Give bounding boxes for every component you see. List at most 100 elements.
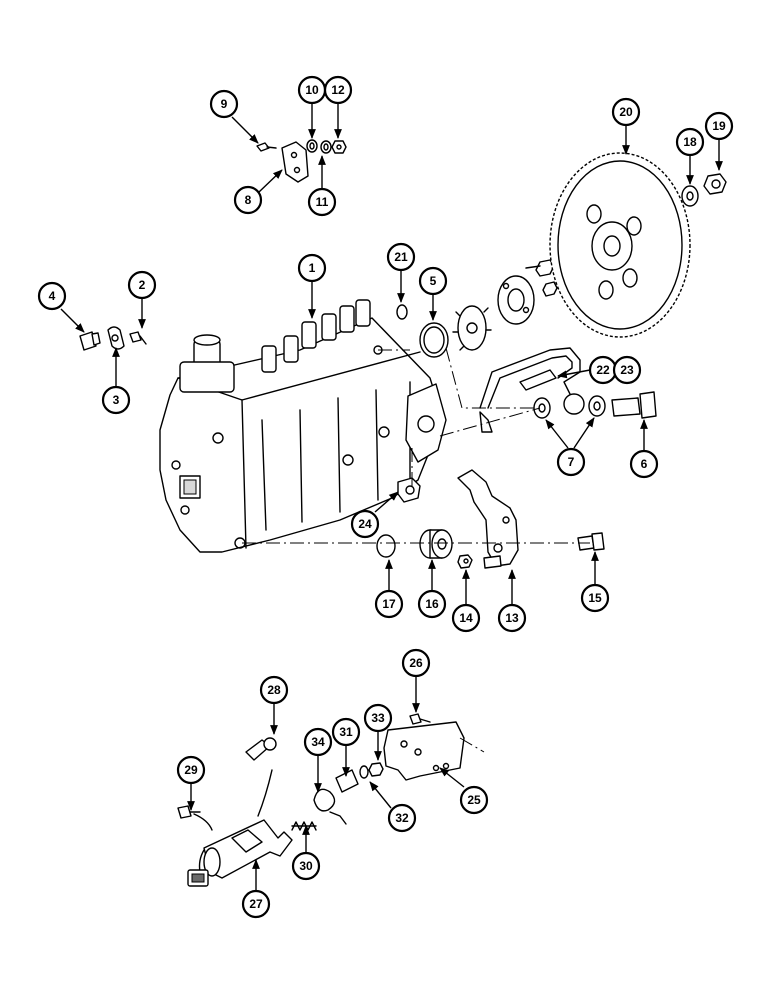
injector-fitting-22-part (519, 369, 557, 391)
callout-8: 8 (233, 185, 263, 215)
washer-3-part (107, 326, 125, 350)
link-rod-28-part (245, 737, 277, 817)
callout-27: 27 (241, 889, 271, 919)
callout-19: 19 (704, 111, 734, 141)
svg-text:4: 4 (49, 289, 56, 303)
callout-33: 33 (363, 703, 393, 733)
svg-text:14: 14 (459, 611, 473, 625)
callout-11: 11 (307, 187, 337, 217)
coupling-disc-part (452, 305, 492, 351)
washer-17-part (376, 534, 396, 558)
banjo-bolt-part (611, 391, 657, 419)
svg-text:7: 7 (568, 455, 575, 469)
delivery-valves (261, 299, 371, 373)
nut-14-part (457, 554, 473, 569)
bracket-bolt-part (577, 532, 605, 551)
svg-text:1: 1 (309, 261, 316, 275)
callout-14: 14 (451, 603, 481, 633)
callout-13: 13 (497, 603, 527, 633)
svg-text:17: 17 (382, 597, 396, 611)
nut-12-part (331, 140, 347, 154)
nut-33-part (368, 762, 384, 777)
drive-hub-part (497, 275, 535, 325)
bracket-bolt-26-part (409, 713, 431, 725)
svg-text:5: 5 (430, 274, 437, 288)
svg-text:23: 23 (620, 363, 634, 377)
svg-text:10: 10 (305, 83, 319, 97)
stud-part (483, 555, 502, 569)
spacer-31-part (335, 769, 359, 793)
svg-text:3: 3 (113, 393, 120, 407)
bracket-screw-part (256, 142, 277, 152)
gear-washer-part (681, 185, 699, 207)
svg-text:15: 15 (588, 591, 602, 605)
svg-text:16: 16 (425, 597, 439, 611)
solenoid-27-part (187, 813, 293, 887)
callout-30: 30 (291, 851, 321, 881)
parts-artwork (79, 139, 727, 887)
injection-pump-body (159, 299, 447, 553)
drive-gear-part (549, 152, 691, 338)
svg-text:12: 12 (331, 83, 345, 97)
svg-text:26: 26 (409, 656, 423, 670)
fitting-4-part (79, 331, 101, 351)
callout-16: 16 (417, 589, 447, 619)
svg-text:2: 2 (139, 278, 146, 292)
solenoid-bracket-part (383, 721, 485, 781)
callout-18: 18 (675, 127, 705, 157)
callout-23: 23 (612, 355, 642, 385)
hub-nut-part (525, 259, 558, 297)
svg-text:22: 22 (596, 363, 610, 377)
spacer-16-part (419, 529, 453, 559)
svg-text:9: 9 (221, 97, 228, 111)
callout-26: 26 (401, 648, 431, 678)
svg-text:27: 27 (249, 897, 263, 911)
callout-17: 17 (374, 589, 404, 619)
svg-text:11: 11 (316, 195, 329, 209)
callout-12: 12 (323, 75, 353, 105)
svg-text:20: 20 (619, 105, 633, 119)
callout-28: 28 (259, 675, 289, 705)
sealing-washer-left-part (533, 397, 551, 419)
clip-34-part (313, 788, 347, 825)
callout-24: 24 (350, 509, 380, 539)
svg-text:8: 8 (245, 193, 252, 207)
screw-2-part (129, 331, 147, 345)
screw-29-part (177, 805, 201, 819)
svg-text:19: 19 (712, 119, 726, 133)
callout-9: 9 (209, 89, 239, 119)
spring-30-part (291, 821, 317, 831)
fuel-pipe-part (479, 347, 585, 433)
svg-text:25: 25 (467, 793, 481, 807)
svg-text:33: 33 (371, 711, 385, 725)
svg-text:28: 28 (267, 683, 281, 697)
sealing-washer-right-part (588, 395, 606, 417)
svg-text:18: 18 (683, 135, 697, 149)
svg-text:31: 31 (339, 725, 353, 739)
callout-2: 2 (127, 270, 157, 300)
callout-20: 20 (611, 97, 641, 127)
callout-21: 21 (386, 242, 416, 272)
svg-text:30: 30 (299, 859, 313, 873)
callout-29: 29 (176, 755, 206, 785)
callout-22: 22 (588, 355, 618, 385)
washer-10-part (306, 139, 318, 153)
callout-10: 10 (297, 75, 327, 105)
center-line-pipe (439, 347, 541, 437)
svg-text:34: 34 (311, 735, 325, 749)
leader-lines (60, 104, 723, 890)
washer-32-part (359, 765, 369, 779)
callout-3: 3 (101, 385, 131, 415)
bracket-plate-part (281, 141, 309, 183)
callout-1: 1 (297, 253, 327, 283)
callout-25: 25 (459, 785, 489, 815)
svg-text:29: 29 (184, 763, 198, 777)
svg-text:21: 21 (394, 250, 408, 264)
washer-11-part (320, 140, 332, 154)
rear-bracket-part (457, 469, 519, 567)
svg-text:32: 32 (395, 811, 409, 825)
svg-text:24: 24 (358, 517, 372, 531)
o-ring-5-part (419, 322, 449, 358)
svg-text:13: 13 (505, 611, 519, 625)
